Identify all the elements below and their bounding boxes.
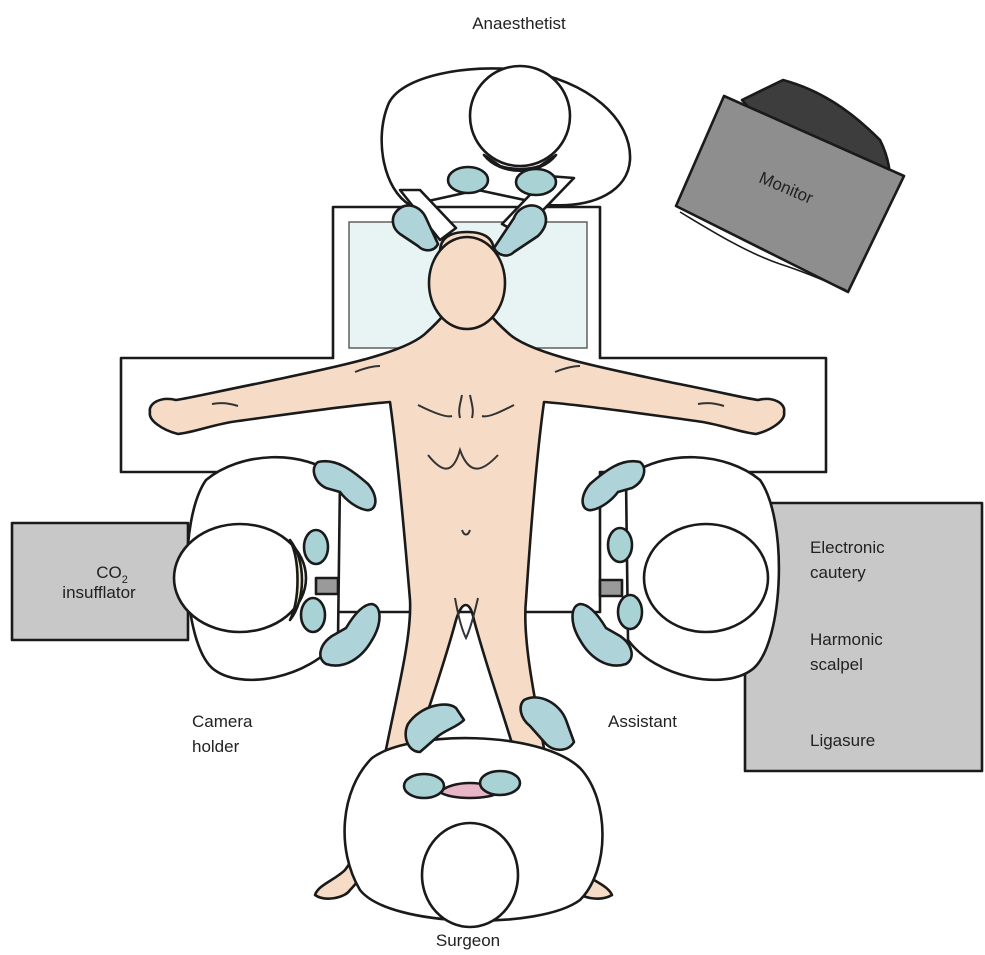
camera-holder-label-2: holder bbox=[192, 737, 240, 756]
harmonic-scalpel-label-1: Harmonic bbox=[810, 630, 883, 649]
surgeon-label: Surgeon bbox=[436, 931, 500, 950]
anaesthetist-label: Anaesthetist bbox=[472, 14, 566, 33]
electronic-cautery-label-2: cautery bbox=[810, 563, 866, 582]
insufflator-label: insufflator bbox=[62, 583, 136, 602]
ligasure-label: Ligasure bbox=[810, 731, 875, 750]
harmonic-scalpel-label-2: scalpel bbox=[810, 655, 863, 674]
monitor: Monitor bbox=[676, 80, 904, 292]
assistant-figure bbox=[573, 457, 779, 680]
surgeon-figure bbox=[345, 697, 603, 927]
camera-holder-label-1: Camera bbox=[192, 712, 253, 731]
electronic-cautery-label-1: Electronic bbox=[810, 538, 885, 557]
energy-devices-cart: Electronic cautery Harmonic scalpel Liga… bbox=[745, 503, 982, 771]
assistant-label: Assistant bbox=[608, 712, 677, 731]
co2-insufflator: CO2 insufflator bbox=[12, 523, 188, 640]
